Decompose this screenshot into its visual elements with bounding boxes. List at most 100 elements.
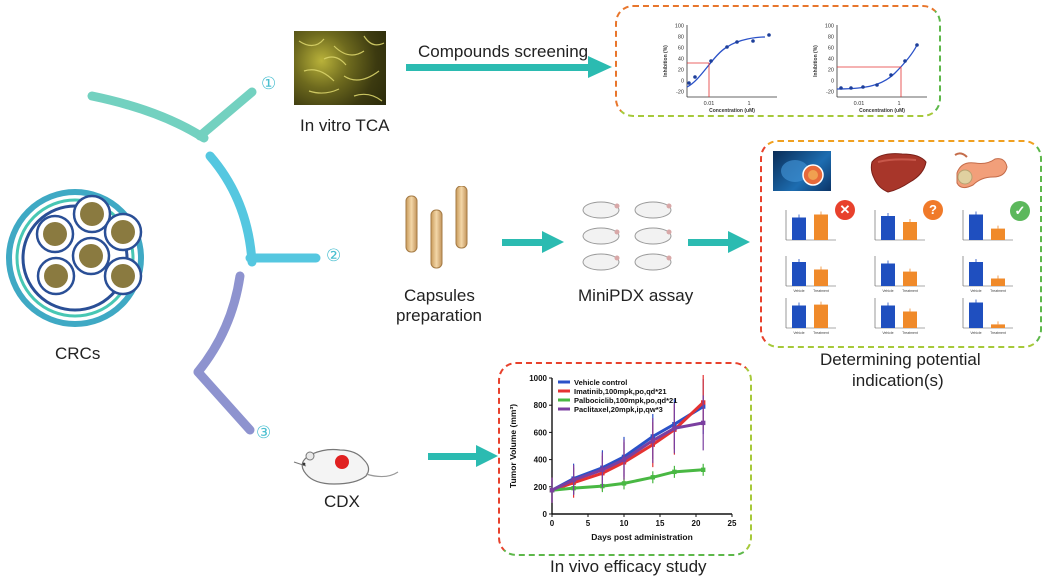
y-tick-label: 200: [534, 483, 548, 492]
crcs-label: CRCs: [55, 344, 101, 363]
mini-bar-vehicle: [792, 262, 806, 286]
mini-bar-treatment: [903, 311, 917, 328]
y-tick-label: 800: [534, 401, 548, 410]
data-point: [889, 73, 893, 77]
mini-bar-chart: [874, 210, 925, 241]
mini-bar-vehicle: [881, 216, 895, 240]
data-point: [687, 81, 691, 85]
y-tick-label: 60: [678, 46, 684, 52]
x-tick-label: 25: [728, 519, 737, 528]
mini-bar-treatment: [814, 304, 828, 328]
data-point: [693, 75, 697, 79]
branch-3-arc: [193, 271, 245, 377]
y-tick-label: 40: [678, 57, 684, 63]
mini-bar-treatment: [991, 324, 1005, 328]
cdx-label: CDX: [324, 492, 360, 511]
data-point: [915, 43, 919, 47]
brain-tumor-image: [773, 151, 831, 191]
arrow-cdx-to-invivo: [428, 445, 498, 467]
data-point: [751, 39, 755, 43]
dose-response-curve: [686, 36, 766, 88]
y-tick-label: 0: [831, 79, 834, 85]
cell-culture-image: [294, 31, 386, 105]
series-point: [701, 467, 706, 472]
step-number-1: ①: [261, 74, 277, 93]
x-tick-label: 0.01: [704, 101, 715, 107]
series-point: [650, 438, 655, 443]
x-tick-label: 15: [656, 519, 665, 528]
series-point: [621, 457, 627, 462]
mini-x-label-vehicle: Vehicle: [970, 331, 981, 335]
x-axis-label: Concentration (uM): [859, 108, 905, 114]
series-point: [701, 420, 706, 426]
y-tick-label: 100: [675, 24, 684, 30]
legend-label: Palbociclib,100mpk,po,qd*21: [574, 396, 677, 405]
mini-x-label-treatment: Treatment: [813, 289, 829, 293]
mini-x-label-treatment: Treatment: [902, 331, 918, 335]
y-tick-label: -20: [826, 90, 834, 96]
mini-bar-chart: Vehicle Treatment: [785, 256, 836, 293]
in-vitro-tca-label: In vitro TCA: [300, 116, 390, 135]
mini-x-label-treatment: Treatment: [990, 289, 1006, 293]
screening-results-box: [615, 5, 941, 117]
x-axis-label: Days post administration: [591, 532, 693, 542]
mini-bar-chart: [785, 210, 836, 241]
x-axis-label: Concentration (uM): [709, 108, 755, 114]
mini-bar-vehicle: [881, 263, 895, 286]
branch-2-arc: [205, 151, 257, 267]
mini-bar-vehicle: [792, 305, 806, 328]
capsules-label-2: preparation: [396, 306, 483, 325]
y-tick-label: 80: [678, 35, 684, 41]
y-tick-label: 20: [678, 68, 684, 74]
arrow-minipdx-to-results: [688, 231, 750, 253]
y-tick-label: 60: [828, 46, 834, 52]
data-point: [767, 33, 771, 37]
x-tick-label: 1: [897, 101, 900, 107]
y-tick-label: 0: [681, 79, 684, 85]
mini-pdx-mice-icon: [582, 201, 672, 271]
mini-bar-vehicle: [792, 217, 806, 240]
series-point: [549, 488, 555, 493]
capsules-label-1: Capsules: [404, 286, 475, 305]
mini-bar-treatment: [814, 269, 828, 286]
mini-x-label-vehicle: Vehicle: [793, 331, 804, 335]
y-tick-label: 1000: [529, 374, 547, 383]
crc-tumor-icon: [6, 189, 144, 327]
mini-bar-treatment: [903, 222, 917, 240]
mini-bar-chart: [962, 210, 1013, 241]
series-point: [621, 481, 627, 486]
x-tick-label: 0.01: [854, 101, 865, 107]
y-tick-label: 100: [825, 24, 834, 30]
mini-x-label-vehicle: Vehicle: [793, 289, 804, 293]
mini-x-label-treatment: Treatment: [813, 331, 829, 335]
mini-bar-treatment: [903, 271, 917, 286]
data-point: [903, 59, 907, 63]
verdict-badge-positive: ✓: [1010, 201, 1030, 221]
mini-bar-vehicle: [969, 262, 983, 286]
mini-bar-treatment: [814, 214, 828, 240]
y-tick-label: 20: [828, 68, 834, 74]
verdict-badge-uncertain: ?: [923, 200, 943, 220]
y-tick-label: 600: [534, 428, 548, 437]
mini-bar-treatment: [991, 228, 1005, 240]
x-tick-label: 0: [550, 519, 555, 528]
determining-label-2: indication(s): [852, 371, 944, 390]
pancreas-icon: [954, 152, 1008, 189]
y-axis-label: Inhibition (%): [813, 45, 819, 77]
in-vivo-box: [498, 362, 752, 556]
step-number-2: ②: [326, 246, 342, 265]
series-point: [600, 467, 605, 472]
verdict-uncertain-icon: ?: [929, 202, 937, 217]
cdx-mouse-icon: [293, 448, 399, 485]
mini-bar-vehicle: [969, 302, 983, 328]
y-tick-label: 40: [828, 57, 834, 63]
dose-response-curve: [836, 44, 918, 90]
indication-results-box: [760, 140, 1042, 348]
